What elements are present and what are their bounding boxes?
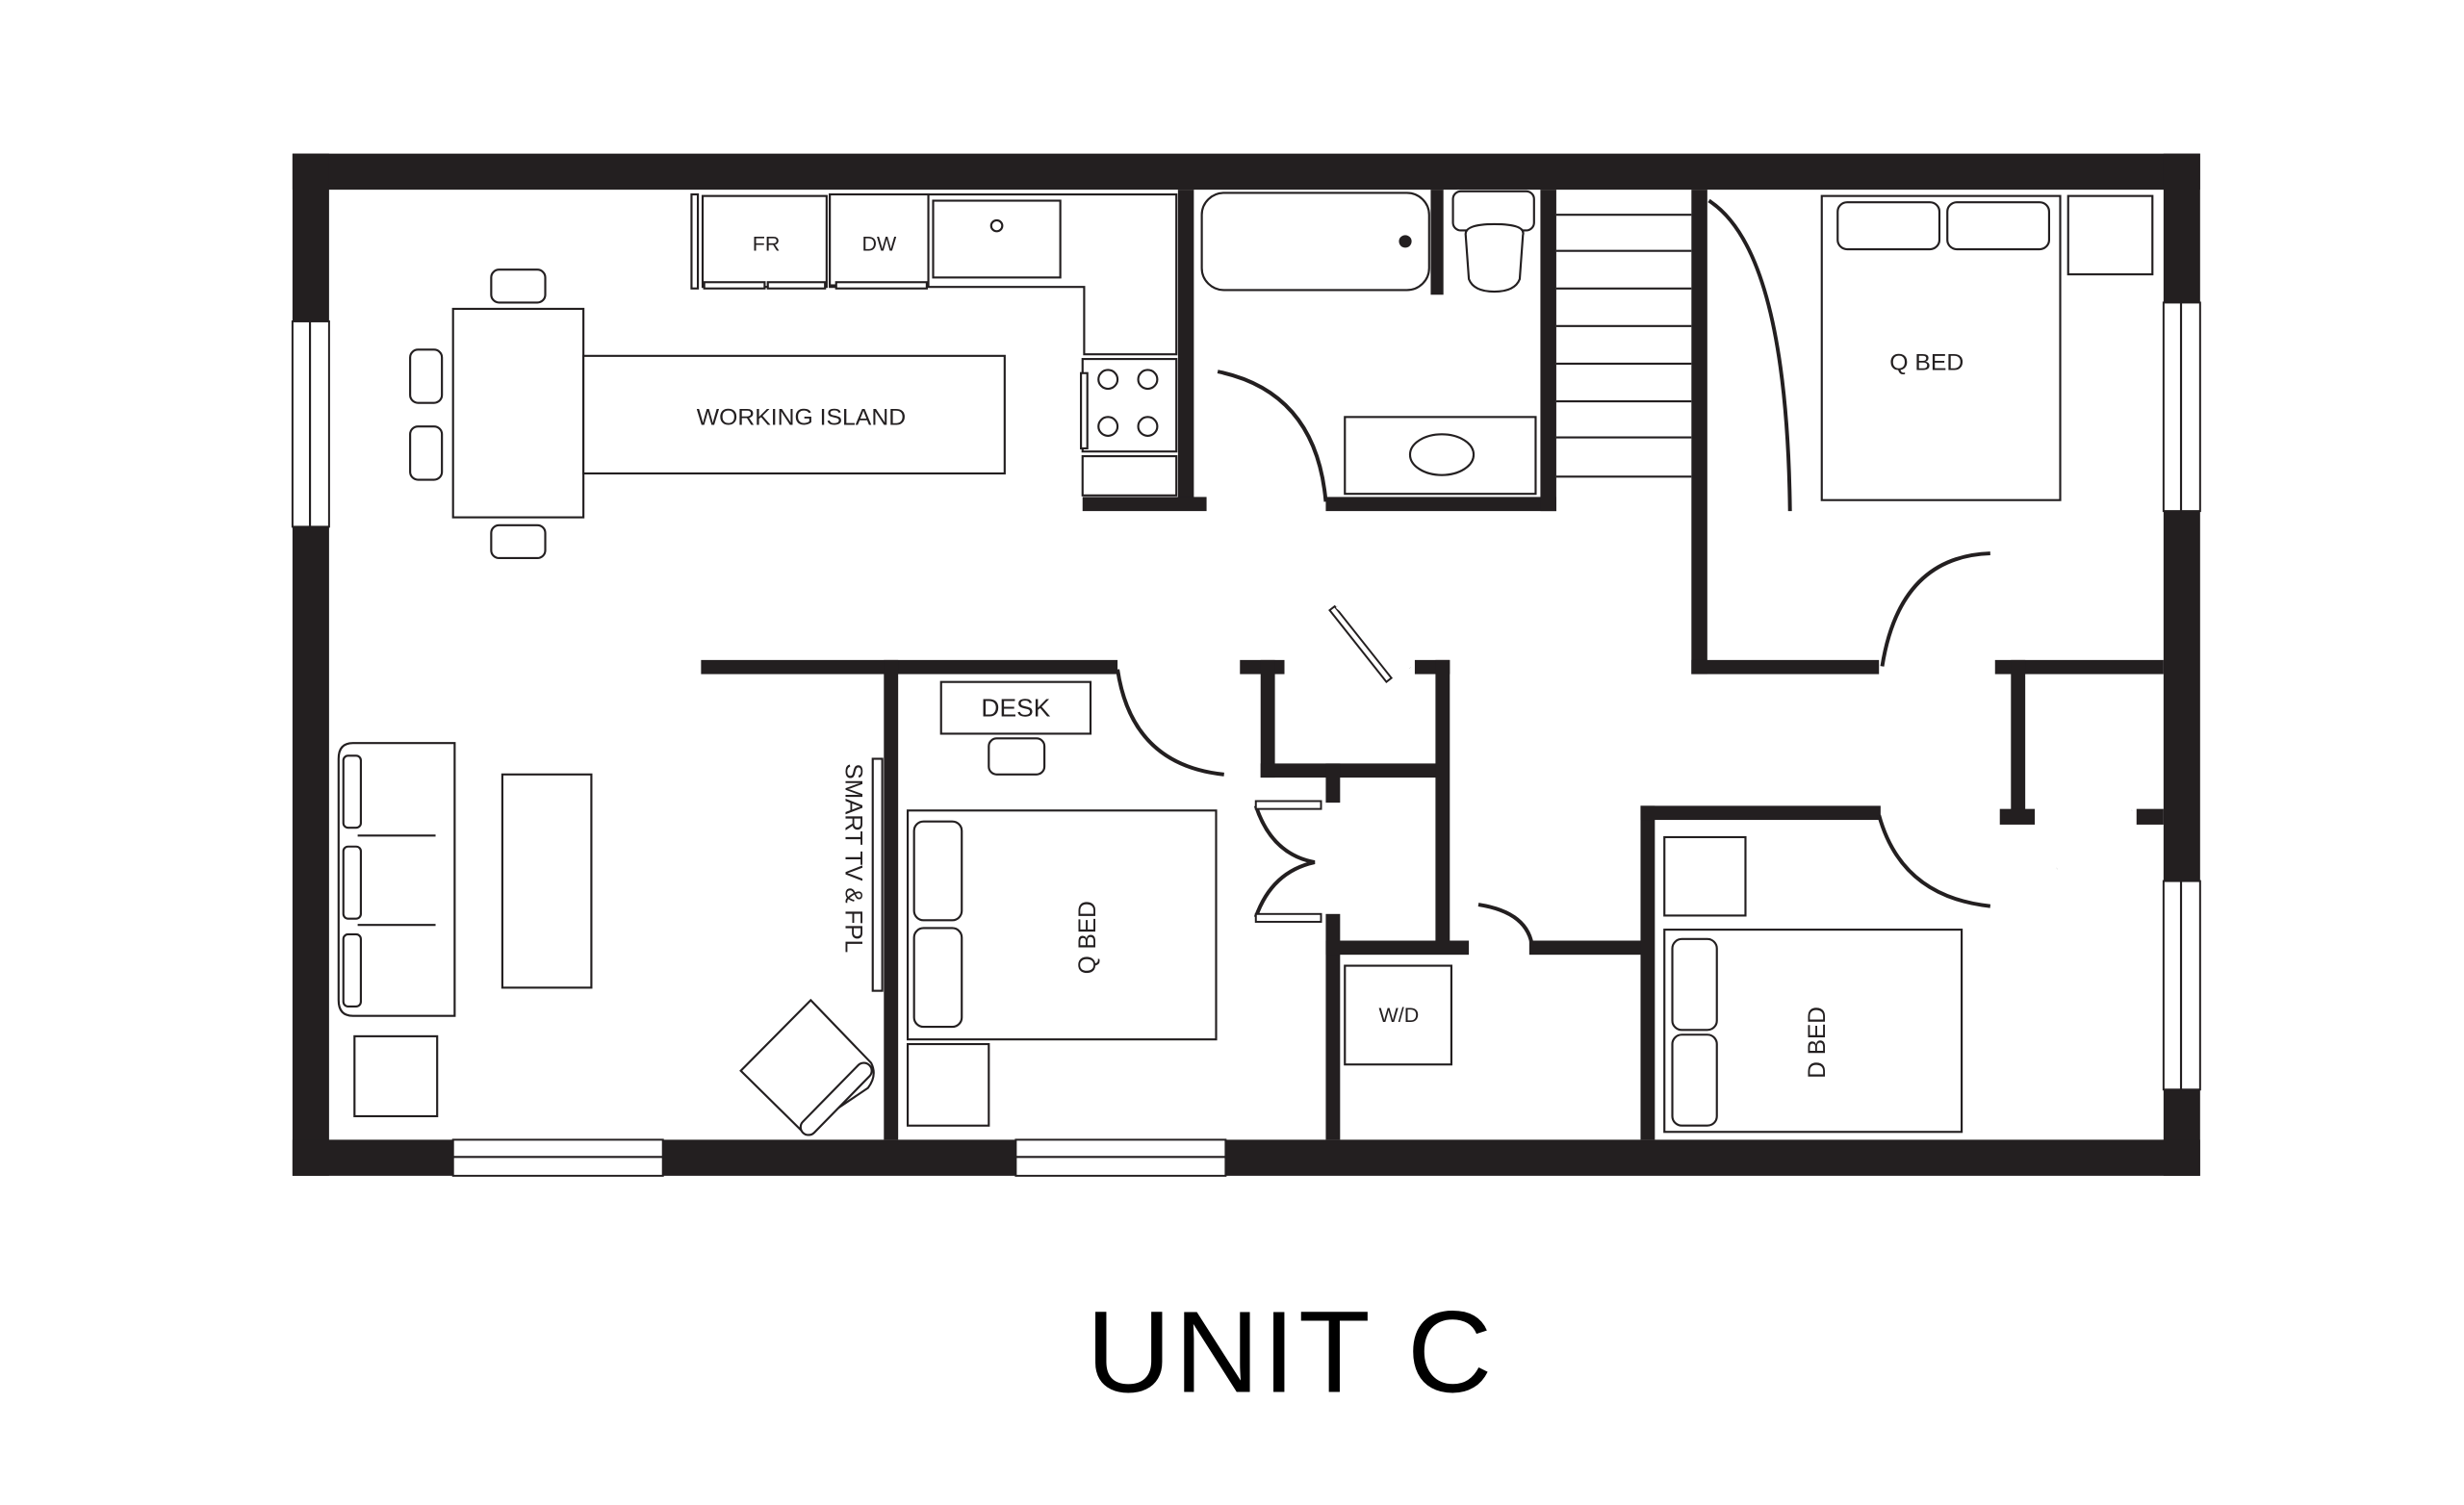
drain-icon — [1399, 235, 1412, 248]
staircase — [1555, 214, 1692, 478]
bed-label: D BED — [1805, 1007, 1831, 1079]
nightstand — [906, 1042, 990, 1127]
laundry-label: W/D — [1379, 1004, 1420, 1027]
bathtub — [1200, 191, 1430, 292]
tv-label: SMART TV & FPL — [840, 763, 866, 953]
door-bedroom-1 — [1116, 669, 1224, 777]
desk-label: DESK — [981, 694, 1050, 723]
armchair — [739, 998, 875, 1136]
sofa — [337, 742, 456, 1017]
laundry: W/D — [1344, 964, 1452, 1066]
window-south-bedroom — [1014, 1138, 1227, 1177]
toilet — [1451, 190, 1535, 293]
nightstand — [2066, 194, 2154, 276]
nightstand — [1663, 835, 1747, 917]
double-bed: D BED — [1663, 929, 1964, 1134]
door-closet-bifold — [1253, 804, 1316, 918]
door-bedroom-2-entry — [1880, 551, 1990, 667]
plan-title: UNIT C — [1087, 1287, 1496, 1416]
bathroom — [1200, 190, 1537, 496]
door-bathroom — [1217, 370, 1328, 502]
dishwasher: DW — [829, 192, 930, 290]
window-south-living — [451, 1138, 664, 1177]
bed-label: Q BED — [1075, 901, 1101, 974]
desk-chair — [988, 737, 1046, 776]
side-table — [353, 1034, 439, 1118]
island-label: WORKING ISLAND — [697, 405, 906, 431]
kitchen: FR DW WORKING I — [409, 192, 1178, 560]
base-cabinet — [1081, 455, 1178, 497]
dining-table — [409, 268, 585, 560]
faucet-icon — [989, 218, 1004, 233]
vanity-sink — [1344, 416, 1537, 496]
bedroom-3: D BED — [1663, 835, 1964, 1134]
desk: DESK — [939, 680, 1092, 776]
door-sliding-hall — [1328, 604, 1394, 683]
tv-fireplace: SMART TV & FPL — [840, 757, 884, 992]
door-bedroom-3 — [1877, 814, 1991, 908]
windows — [291, 301, 2201, 1177]
queen-bed-2: Q BED — [1820, 194, 2062, 501]
coffee-table — [500, 773, 593, 989]
window-west — [291, 320, 330, 528]
window-east-upper — [2162, 301, 2201, 513]
doors — [1116, 198, 2133, 949]
bed-label: Q BED — [1889, 350, 1964, 376]
door-bedroom-2 — [1707, 198, 1792, 512]
window-east-lower — [2162, 880, 2201, 1091]
fridge-label: FR — [753, 233, 781, 256]
fridge: FR — [701, 194, 828, 290]
working-island: WORKING ISLAND — [582, 354, 1006, 475]
interior-walls — [701, 190, 2164, 1140]
bedroom-2: Q BED — [1820, 194, 2154, 501]
queen-bed-1: Q BED — [906, 809, 1218, 1041]
door-laundry — [1477, 903, 1535, 949]
dishwasher-label: DW — [861, 233, 897, 256]
living-room: SMART TV & FPL — [337, 742, 884, 1136]
kitchen-sink — [932, 199, 1062, 279]
bedroom-1: DESK Q BED — [906, 680, 1218, 1127]
stove — [1080, 358, 1178, 453]
